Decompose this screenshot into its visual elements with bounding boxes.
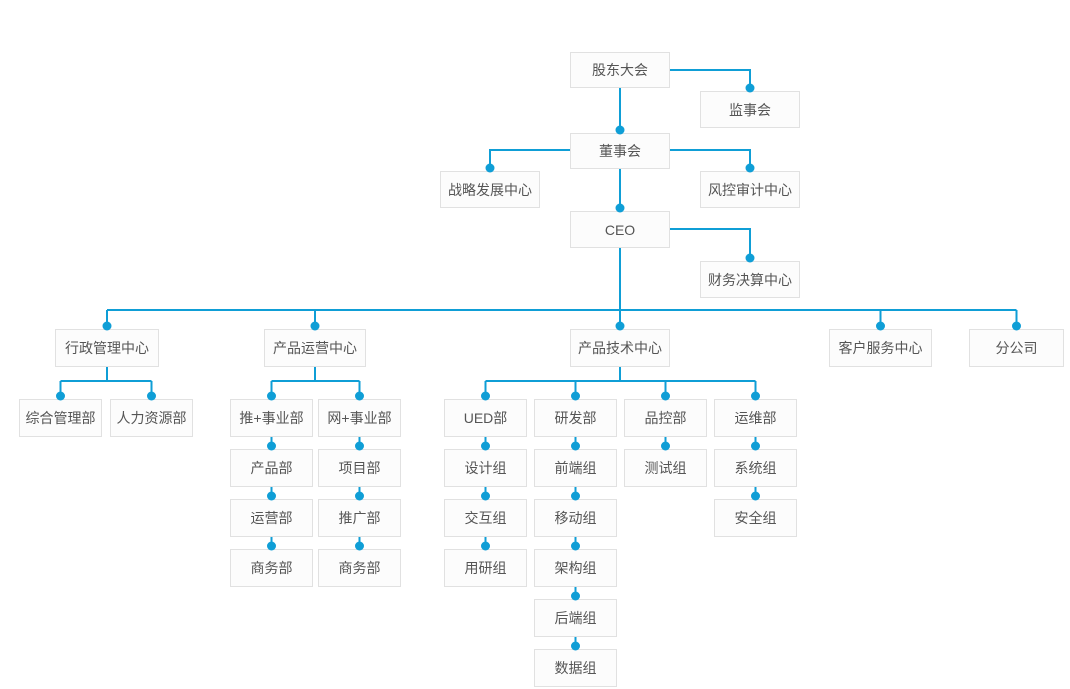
org-node-user-research-group: 用研组 (444, 549, 527, 587)
org-node-label: 战略发展中心 (448, 181, 532, 198)
org-node-project-dept: 项目部 (318, 449, 401, 487)
org-node-quality-control-dept: 品控部 (624, 399, 707, 437)
org-node-mobile-group: 移动组 (534, 499, 617, 537)
org-node-label: CEO (604, 221, 636, 238)
org-node-label: 产品运营中心 (273, 340, 357, 356)
org-node-operation-dept: 运营部 (230, 499, 313, 537)
org-node-label: 产品技术中心 (578, 340, 662, 356)
org-node-label: 推广部 (338, 510, 381, 526)
org-node-product-dept: 产品部 (230, 449, 313, 487)
org-node-data-group: 数据组 (534, 649, 617, 687)
org-node-label: 网+事业部 (327, 410, 392, 426)
org-node-label: 风控审计中心 (708, 181, 792, 198)
org-node-ceo: CEO (570, 211, 670, 248)
org-node-label: 移动组 (554, 510, 597, 526)
org-node-label: 商务部 (250, 560, 293, 576)
org-node-label: 后端组 (554, 610, 597, 626)
org-node-label: 交互组 (464, 510, 507, 526)
org-node-supervisory-board: 监事会 (700, 91, 800, 128)
org-node-testing-group: 测试组 (624, 449, 707, 487)
org-node-label: UED部 (463, 410, 508, 426)
org-node-label: 安全组 (734, 510, 777, 526)
org-node-business-dept-2: 商务部 (318, 549, 401, 587)
org-node-product-technology-center: 产品技术中心 (570, 329, 670, 367)
org-node-label: 运营部 (250, 510, 293, 526)
org-node-label: 行政管理中心 (65, 340, 149, 356)
org-node-promotion-dept: 推广部 (318, 499, 401, 537)
org-node-label: 运维部 (734, 410, 777, 426)
org-node-label: 项目部 (338, 460, 381, 476)
org-node-rnd-dept: 研发部 (534, 399, 617, 437)
org-node-label: 产品部 (250, 460, 293, 476)
org-node-label: 股东大会 (592, 62, 648, 78)
org-node-label: 品控部 (644, 410, 687, 426)
org-node-backend-group: 后端组 (534, 599, 617, 637)
org-node-label: 监事会 (729, 101, 771, 118)
org-node-label: 商务部 (338, 560, 381, 576)
org-node-label: 测试组 (644, 460, 687, 476)
org-node-risk-audit-center: 风控审计中心 (700, 171, 800, 208)
org-node-system-group: 系统组 (714, 449, 797, 487)
org-node-admin-management-center: 行政管理中心 (55, 329, 159, 367)
org-node-general-management-dept: 综合管理部 (19, 399, 102, 437)
org-node-architecture-group: 架构组 (534, 549, 617, 587)
org-node-label: 系统组 (734, 460, 777, 476)
org-node-label: 架构组 (554, 560, 597, 576)
org-node-label: 研发部 (554, 410, 597, 426)
org-node-label: 设计组 (464, 460, 507, 476)
org-node-label: 分公司 (995, 340, 1038, 356)
org-node-label: 数据组 (554, 660, 597, 676)
org-node-board-of-directors: 董事会 (570, 133, 670, 169)
org-node-shareholders-meeting: 股东大会 (570, 52, 670, 88)
org-node-wang-business-dept: 网+事业部 (318, 399, 401, 437)
org-node-label: 综合管理部 (25, 410, 96, 426)
org-node-ops-maintenance-dept: 运维部 (714, 399, 797, 437)
org-node-label: 推+事业部 (239, 410, 304, 426)
org-node-label: 客户服务中心 (838, 340, 923, 356)
org-node-interaction-group: 交互组 (444, 499, 527, 537)
org-node-label: 人力资源部 (116, 410, 187, 426)
org-node-label: 董事会 (599, 143, 641, 159)
org-node-finance-settlement-center: 财务决算中心 (700, 261, 800, 298)
org-node-frontend-group: 前端组 (534, 449, 617, 487)
org-node-label: 财务决算中心 (708, 271, 792, 288)
org-node-human-resources-dept: 人力资源部 (110, 399, 193, 437)
org-node-label: 前端组 (554, 460, 597, 476)
org-node-branch-company: 分公司 (969, 329, 1064, 367)
org-node-ued-dept: UED部 (444, 399, 527, 437)
org-node-tui-business-dept: 推+事业部 (230, 399, 313, 437)
org-node-customer-service-center: 客户服务中心 (829, 329, 932, 367)
org-node-label: 用研组 (464, 560, 507, 576)
org-node-design-group: 设计组 (444, 449, 527, 487)
org-node-product-operation-center: 产品运营中心 (264, 329, 366, 367)
org-node-strategy-development-center: 战略发展中心 (440, 171, 540, 208)
org-node-business-dept-1: 商务部 (230, 549, 313, 587)
org-node-security-group: 安全组 (714, 499, 797, 537)
